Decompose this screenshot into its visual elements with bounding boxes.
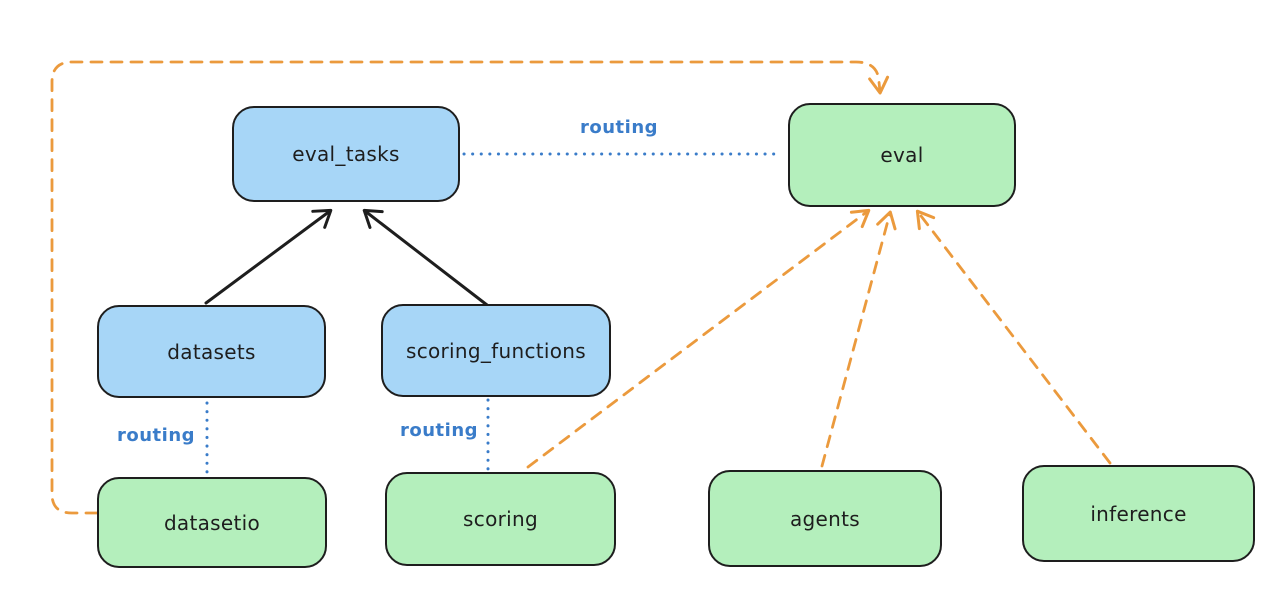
edge-inference-to-eval xyxy=(915,209,1112,465)
edge-scoring_functions-to-eval_tasks xyxy=(362,208,489,307)
node-label: eval_tasks xyxy=(292,142,400,166)
node-label: datasets xyxy=(167,339,256,364)
routing-label-top: routing xyxy=(579,117,659,138)
node-label: scoring xyxy=(463,507,538,531)
node-agents: agents xyxy=(708,470,942,567)
node-label: datasetio xyxy=(163,510,261,535)
edge-scoring-to-eval xyxy=(526,208,871,469)
edge-agents-to-eval xyxy=(820,210,897,468)
node-scoring-functions: scoring_functions xyxy=(381,304,611,397)
node-eval: eval xyxy=(788,103,1016,207)
node-eval-tasks: eval_tasks xyxy=(232,106,460,202)
node-label: inference xyxy=(1090,501,1187,526)
node-inference: inference xyxy=(1022,465,1255,562)
node-datasets: datasets xyxy=(97,305,326,398)
node-datasetio: datasetio xyxy=(97,477,327,568)
node-label: scoring_functions xyxy=(405,338,587,363)
edge-datasetio-to-eval xyxy=(50,60,890,515)
routing-label-datasetio: routing xyxy=(116,425,196,446)
node-label: eval xyxy=(880,143,924,167)
routing-label-scoring: routing xyxy=(399,420,479,441)
node-label: agents xyxy=(790,506,860,531)
edge-datasets-to-eval_tasks xyxy=(204,208,333,305)
node-scoring: scoring xyxy=(385,472,616,566)
